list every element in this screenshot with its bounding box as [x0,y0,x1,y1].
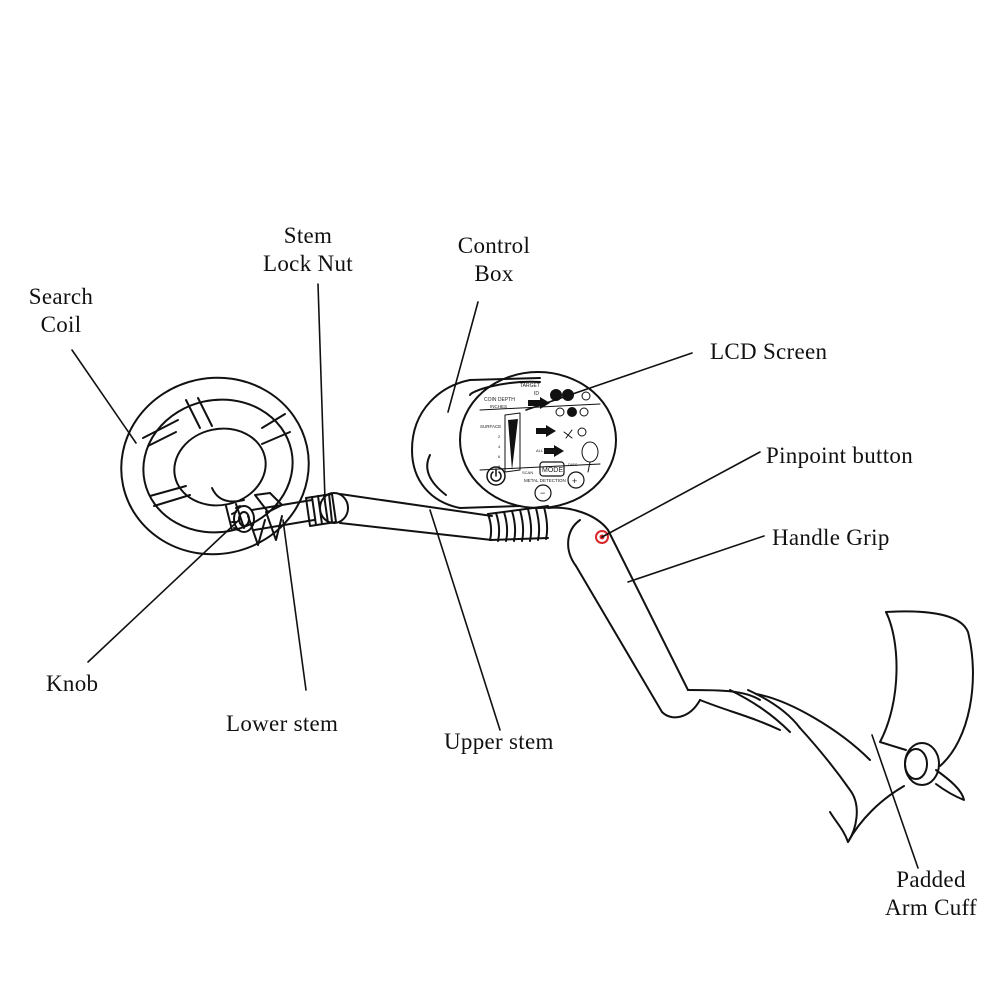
label-upper-stem: Upper stem [444,729,554,754]
lcd-depth-8: 8 [498,464,501,469]
handle-grip [547,506,701,719]
leader-stem-lock-nut [317,283,326,501]
leader-lcd-screen [525,352,693,411]
leader-padded-arm-cuff [871,734,919,869]
label-control-box-line1: Control [457,233,531,258]
leader-pinpoint-button [601,451,761,538]
rear-extension [687,689,801,733]
padded-arm-cuff [755,610,974,843]
leader-lines [71,283,919,869]
lcd-id-text: ID [534,391,539,397]
label-lower-stem: Lower stem [226,711,339,736]
lcd-inches-text: INCHES [490,404,507,409]
lcd-depth-6: 6 [498,454,501,459]
lcd-disc-text: DISC [568,462,578,467]
lcd-mode-text: MODE [542,467,563,474]
lcd-surface-text: SURFACE [480,424,501,429]
upper-stem [339,493,493,541]
lcd-all-metal-text: ALL METAL [536,448,558,453]
leader-search-coil [71,349,137,444]
lcd-target-text: TARGET [520,383,540,389]
label-stem-lock-nut-line2: Lock Nut [263,251,353,276]
lcd-minus-text: − [540,488,545,498]
label-search-coil-line1: Search [28,284,94,309]
leader-control-box [447,301,479,413]
label-padded-arm-cuff: Padded Arm Cuff [872,866,990,922]
lcd-coin-depth-text: COIN DEPTH [484,397,515,403]
leader-lower-stem [282,519,307,691]
label-padded-arm-cuff-line2: Arm Cuff [884,895,978,920]
label-knob: Knob [46,671,99,696]
label-pinpoint-button: Pinpoint button [766,443,913,468]
lcd-plus-text: + [572,476,577,486]
label-lcd-screen: LCD Screen [710,339,828,364]
lcd-face: COIN DEPTH TARGET ID INCHES SURFACE 2 4 … [459,371,617,509]
label-stem-lock-nut-line1: Stem [283,223,333,248]
label-stem-lock-nut: Stem Lock Nut [260,222,356,278]
lcd-metal-detection-text: METAL DETECTION [524,478,566,483]
search-coil [120,376,310,556]
power-icon [486,466,506,486]
lcd-depth-4: 4 [498,444,501,449]
lcd-depth-2: 2 [498,434,501,439]
stem-lock-nut [305,492,349,527]
spring-coil [487,505,549,542]
label-control-box-line2: Box [474,261,514,286]
label-handle-grip: Handle Grip [772,525,890,550]
label-search-coil: Search Coil [18,283,104,339]
minus-button[interactable] [534,484,552,502]
label-padded-arm-cuff-line1: Padded [896,867,966,892]
mode-button[interactable] [539,461,565,477]
leader-upper-stem [429,509,501,731]
plus-button[interactable] [567,471,585,489]
leader-handle-grip [627,535,765,583]
leader-knob [87,518,241,663]
label-search-coil-line2: Coil [40,312,82,337]
label-control-box: Control Box [446,232,542,288]
lcd-scan-text: SCAN [522,470,533,475]
